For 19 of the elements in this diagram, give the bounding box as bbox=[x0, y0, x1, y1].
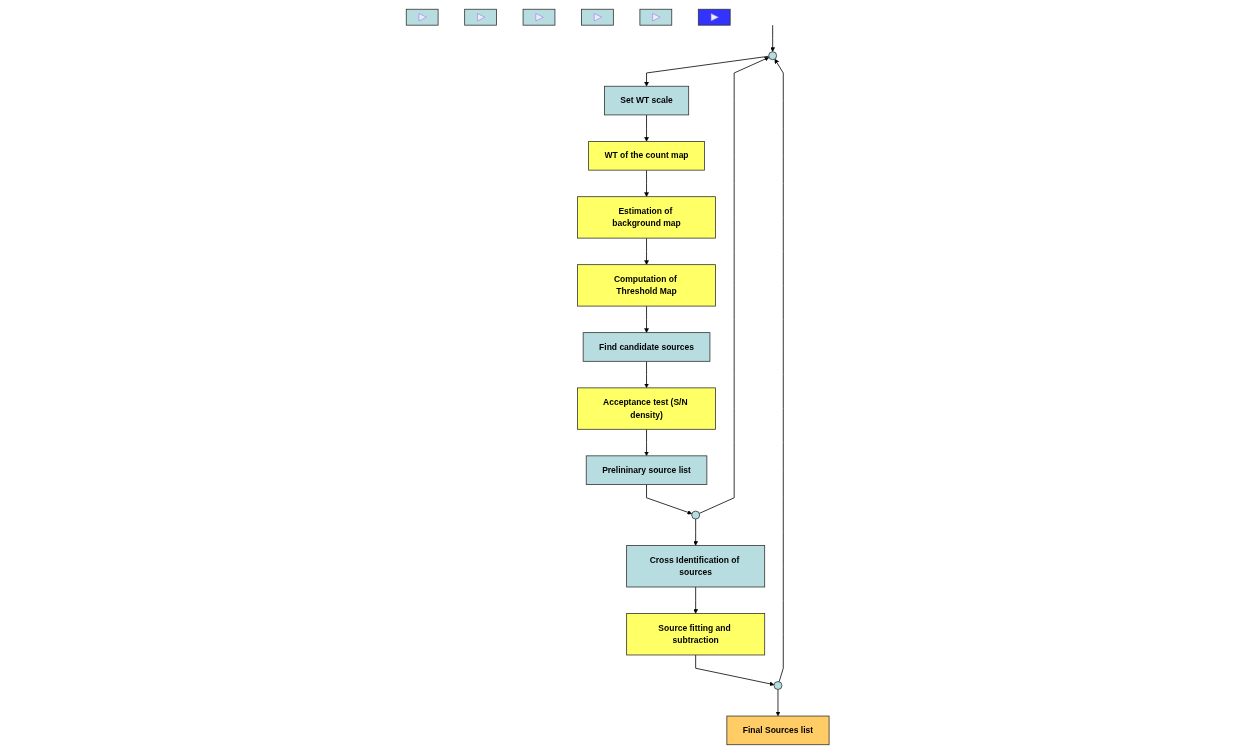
process-box: Computation of Threshold Map bbox=[576, 264, 716, 307]
button bbox=[697, 8, 731, 26]
junction-circle bbox=[691, 510, 700, 520]
button bbox=[580, 8, 614, 26]
process-box: Acceptance test (S/N density) bbox=[576, 387, 716, 430]
process-box: Prelininary source list bbox=[585, 455, 708, 485]
button bbox=[464, 8, 497, 26]
process-box: Estimation of background map bbox=[576, 196, 716, 239]
process-box: Source fitting and subtraction bbox=[626, 613, 765, 656]
process-box: Cross Identification of sources bbox=[626, 545, 765, 588]
process-box: Set WT scale bbox=[603, 85, 689, 116]
junction-circle bbox=[773, 681, 783, 690]
button bbox=[405, 8, 439, 26]
button bbox=[522, 8, 556, 26]
junction-circle bbox=[768, 51, 777, 61]
button bbox=[639, 8, 672, 26]
process-box: Final Sources list bbox=[726, 715, 830, 746]
process-box: WT of the count map bbox=[588, 141, 705, 171]
process-box: Find candidate sources bbox=[582, 332, 711, 362]
